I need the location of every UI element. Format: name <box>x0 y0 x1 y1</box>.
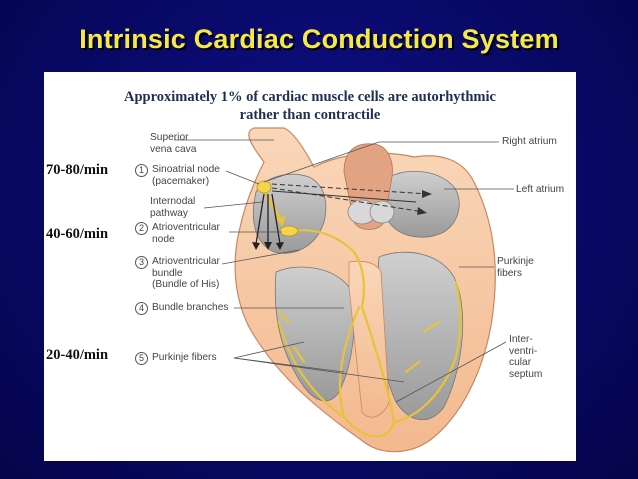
bundle-branch-left <box>360 305 396 424</box>
bundle-branch-right <box>338 305 361 419</box>
number-badge-5: 5 <box>135 352 148 365</box>
number-badge-3: 3 <box>135 256 148 269</box>
label-left-atrium: Left atrium <box>516 184 565 195</box>
leader-lines-left <box>174 139 405 383</box>
internodal-arrows <box>271 183 430 213</box>
label-right-atrium: Right atrium <box>502 136 557 147</box>
heart-illustration <box>174 127 514 453</box>
subtitle-line-2: rather than contractile <box>239 107 381 123</box>
his-bundle <box>284 229 365 309</box>
number-badge-1: 1 <box>135 164 148 177</box>
rate-av-node: 40-60/min <box>46 226 109 242</box>
subtitle-line-1: Approximately 1% of cardiac muscle cells… <box>124 89 496 105</box>
purkinje-fiber-4 <box>277 310 441 374</box>
purkinje-fiber-3 <box>277 320 346 419</box>
sa-node <box>256 180 272 194</box>
number-badge-4: 4 <box>135 302 148 315</box>
atrial-arrows <box>255 193 281 245</box>
diagram-panel: Approximately 1% of cardiac muscle cells… <box>44 72 576 461</box>
number-badge-2: 2 <box>135 222 148 235</box>
rate-sa-node: 70-80/min <box>46 162 109 178</box>
rate-purkinje: 20-40/min <box>46 347 109 363</box>
av-node <box>279 225 299 237</box>
purkinje-fiber-2 <box>392 280 462 424</box>
right-ventricle-cavity <box>274 266 355 402</box>
slide-title: Intrinsic Cardiac Conduction System <box>79 24 559 54</box>
leader-lines-right <box>263 141 514 403</box>
left-atrium-cavity <box>381 170 460 238</box>
purkinje-fiber-1 <box>342 415 396 438</box>
diagram-subtitle: Approximately 1% of cardiac muscle cells… <box>44 88 576 124</box>
